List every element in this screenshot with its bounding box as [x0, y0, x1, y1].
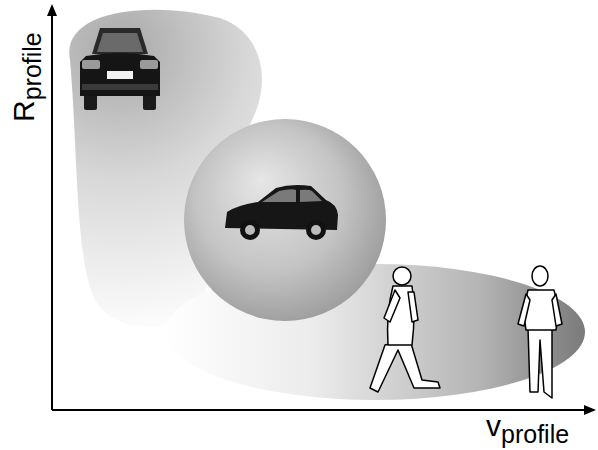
license-plate — [107, 71, 133, 79]
pedestrian-standing — [518, 266, 562, 398]
car-wheel — [240, 220, 260, 240]
y-axis — [51, 14, 53, 410]
car-wheel — [306, 220, 326, 240]
axis-symbol: R — [6, 100, 42, 122]
pedestrian-legs — [370, 340, 440, 392]
car-window — [262, 189, 296, 202]
pedestrian-arm — [384, 290, 400, 322]
class-region — [184, 119, 386, 321]
axis-arrowhead — [584, 405, 596, 415]
axis-subscript: profile — [501, 416, 569, 450]
pedestrian-arm — [518, 294, 530, 326]
car-side-view — [225, 185, 338, 240]
x-axis-label: vprofile — [486, 408, 569, 444]
car-bumper — [82, 84, 158, 90]
axis-subscript: profile — [14, 32, 50, 100]
pedestrian-legs — [528, 328, 552, 398]
car-hub — [245, 225, 255, 235]
x-axis — [52, 409, 586, 411]
pedestrian-walking — [370, 267, 440, 392]
pedestrian-arm — [408, 292, 418, 322]
axis-symbol: v — [486, 408, 501, 444]
car-window — [97, 33, 143, 52]
car-taillight — [82, 60, 100, 69]
car-hub — [311, 225, 321, 235]
y-axis-label: Rprofile — [6, 32, 42, 122]
car-rear-view — [80, 28, 160, 110]
car-body — [80, 53, 160, 96]
pedestrian-torso — [524, 290, 557, 330]
axis-arrowhead — [47, 4, 57, 16]
car-window — [300, 190, 322, 202]
pedestrian-arm — [552, 294, 562, 326]
car-roof — [92, 28, 148, 54]
pedestrian-head — [393, 267, 411, 285]
car-taillight — [140, 60, 158, 69]
pedestrian-head — [532, 266, 548, 286]
